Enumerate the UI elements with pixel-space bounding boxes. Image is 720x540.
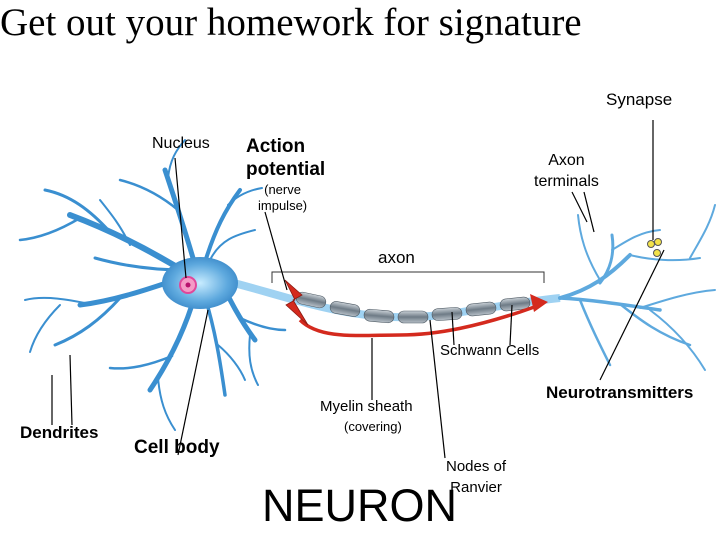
label-covering: (covering) [344, 419, 402, 434]
slide-title: Get out your homework for signature [0, 1, 582, 44]
label-cell-body: Cell body [134, 437, 220, 458]
label-myelin-sheath: Myelin sheath [320, 398, 413, 415]
label-neuron: NEURON [262, 480, 458, 531]
label-nucleus: Nucleus [152, 135, 210, 152]
label-neurotransmitters: Neurotransmitters [546, 383, 694, 402]
dendrites [18, 139, 287, 431]
cell-body [162, 257, 238, 309]
label-action-potential: Action potential [246, 136, 326, 180]
myelin-sheath [295, 291, 531, 324]
label-axon: axon [378, 248, 415, 267]
impulse-path [298, 303, 541, 338]
pointer-lines [51, 120, 665, 459]
axon-bracket [271, 271, 545, 283]
label-dendrites: Dendrites [20, 423, 99, 442]
label-axon-terminals: Axon terminals [534, 152, 599, 190]
axon-terminals [558, 204, 716, 371]
label-nerve-impulse: (nerve impulse) [258, 182, 308, 213]
impulse-arrowhead [530, 294, 548, 312]
lightning-bolt [284, 279, 309, 326]
label-synapse: Synapse [606, 90, 673, 109]
label-nodes-of-ranvier: Nodes of Ranvier [446, 458, 507, 496]
neurotransmitter-vesicles [647, 238, 662, 257]
label-schwann-cells: Schwann Cells [440, 342, 540, 359]
